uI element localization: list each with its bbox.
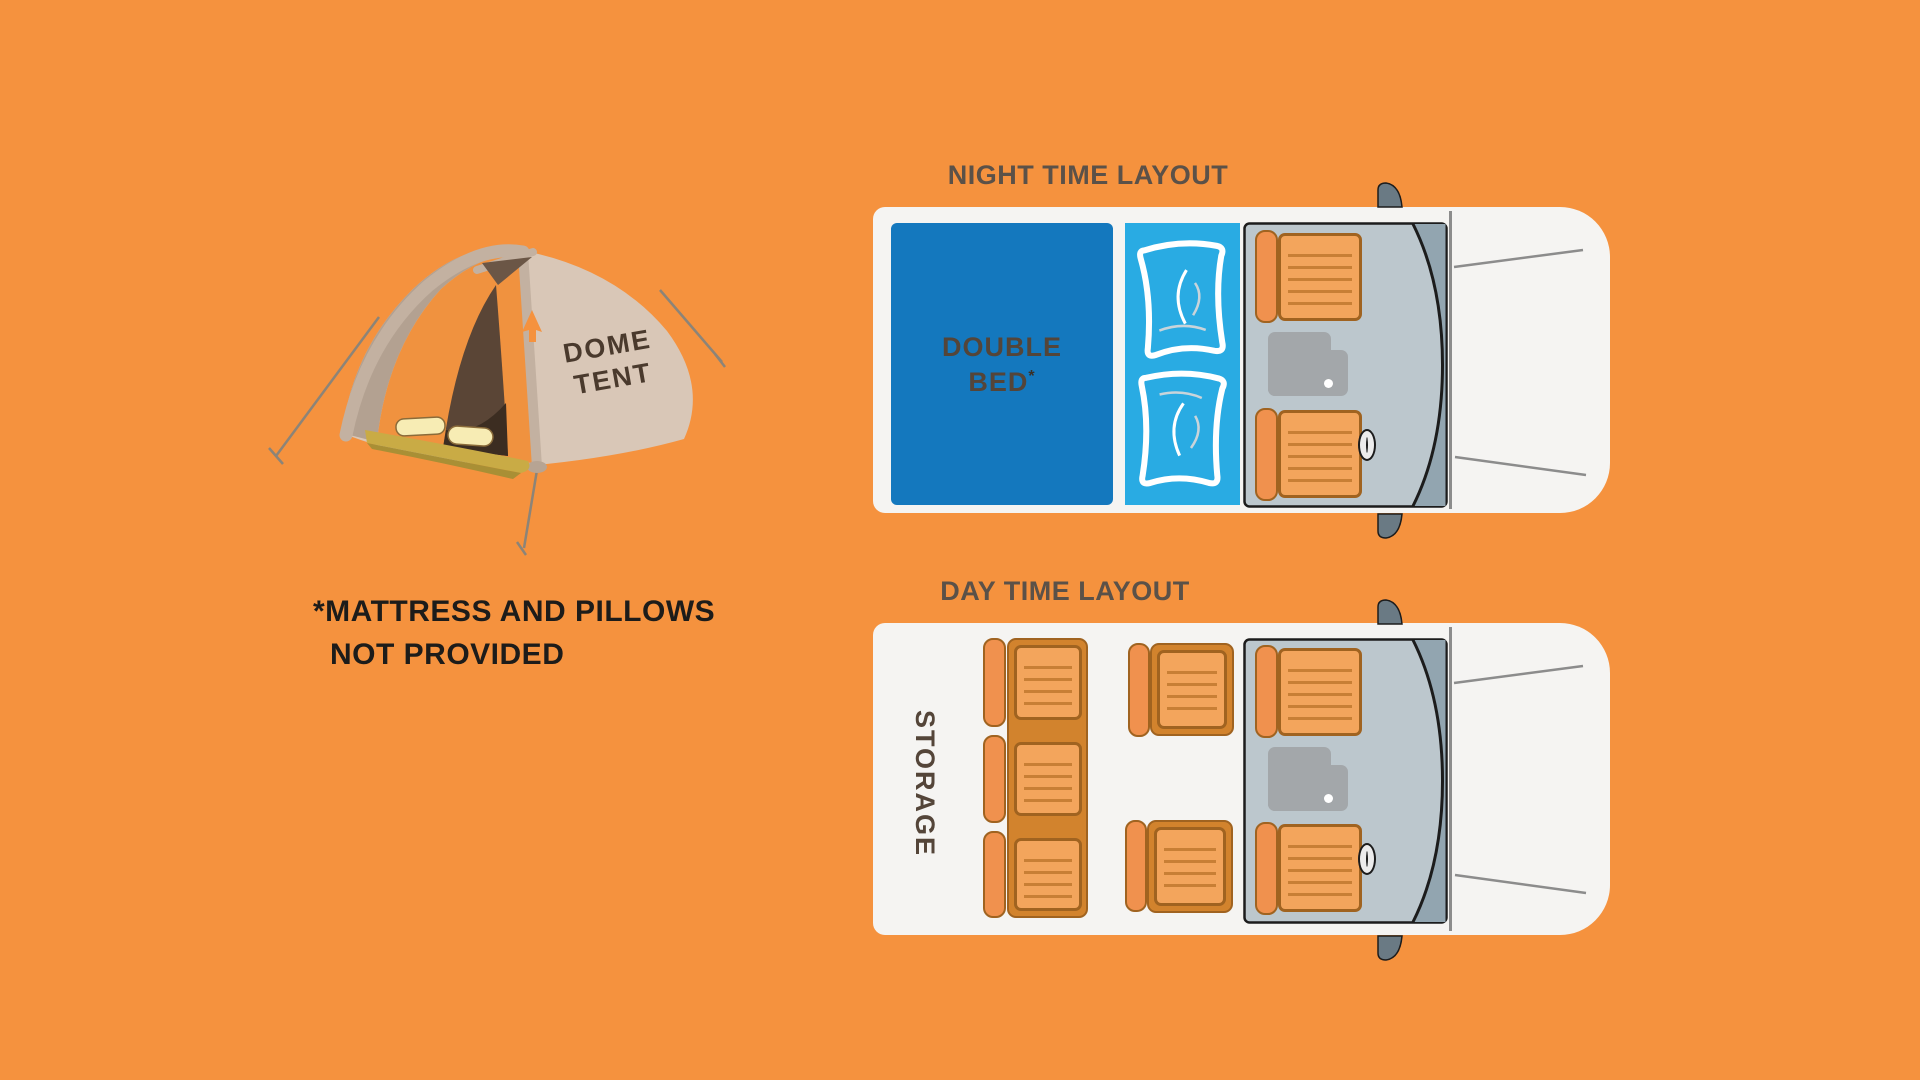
side-mirror-icon: [1377, 599, 1403, 625]
day-van-diagram: STORAGE: [873, 599, 1610, 961]
hood-divider-line: [1449, 627, 1452, 931]
tent-pole-left: [339, 244, 530, 442]
double-bed-label: DOUBLE BED*: [942, 331, 1062, 397]
side-mirror-icon: [1377, 935, 1403, 961]
arrow-up-icon: [522, 310, 542, 342]
steering-wheel-icon: [1360, 845, 1374, 873]
side-mirror-icon: [1377, 182, 1403, 208]
windshield-line: [1411, 223, 1445, 507]
pillow-icon: [1138, 370, 1227, 487]
pillow-icon: [1137, 240, 1226, 359]
bench-seat: [1014, 645, 1082, 720]
bench-seat-backrest: [983, 638, 1006, 727]
bench-seat: [1014, 742, 1082, 816]
hood-panel-lines: [1453, 248, 1587, 477]
middle-seat-backrest: [1125, 820, 1147, 912]
driver-seat: [1278, 648, 1362, 736]
mattress-note-line1: *MATTRESS AND PILLOWS: [313, 595, 716, 628]
double-bed: DOUBLE BED*: [891, 223, 1113, 505]
hood-panel-lines: [1453, 664, 1587, 895]
tent-vent: [482, 257, 532, 285]
mattress-note-line2: NOT PROVIDED: [330, 638, 565, 671]
tent-guy-ropes: [268, 289, 726, 556]
center-console-step: [1268, 350, 1348, 396]
side-mirror-icon: [1377, 513, 1403, 539]
driver-seat: [1278, 233, 1362, 321]
tent-door: [443, 285, 508, 456]
passenger-seat: [1278, 410, 1362, 498]
passenger-seat-backrest: [1255, 408, 1278, 501]
tent-floor-shadow: [367, 443, 521, 479]
sleeping-mat: [447, 425, 494, 447]
night-layout-title: NIGHT TIME LAYOUT: [947, 160, 1229, 190]
sleeping-mat: [395, 416, 446, 437]
steering-wheel-icon: [1360, 431, 1374, 459]
storage-label: STORAGE: [910, 710, 940, 858]
middle-seat-cushion: [1154, 827, 1226, 906]
bench-seat-backrest: [983, 735, 1006, 823]
bench-seat-backrest: [983, 831, 1006, 918]
dome-tent-illustration: DOME TENT: [268, 244, 726, 556]
tent-pole-front: [518, 247, 542, 472]
driver-seat-backrest: [1255, 645, 1278, 738]
gear-knob: [1324, 794, 1333, 803]
day-layout-title: DAY TIME LAYOUT: [940, 576, 1190, 606]
passenger-seat-backrest: [1255, 822, 1278, 915]
center-console-step: [1268, 765, 1348, 811]
pillow-area: [1125, 223, 1240, 505]
driver-seat-backrest: [1255, 230, 1278, 323]
tent-floor: [365, 430, 530, 473]
tent-pole-foot: [527, 461, 547, 473]
passenger-seat: [1278, 824, 1362, 912]
windshield-line: [1411, 639, 1445, 923]
mattress-note: *MATTRESS AND PILLOWS NOT PROVIDED: [313, 590, 715, 676]
hood-divider-line: [1449, 211, 1452, 509]
night-van-diagram: DOUBLE BED*: [873, 182, 1610, 539]
middle-seat-backrest: [1128, 643, 1150, 737]
gear-knob: [1324, 379, 1333, 388]
middle-seat-cushion: [1157, 650, 1227, 729]
bench-seat: [1014, 838, 1082, 911]
